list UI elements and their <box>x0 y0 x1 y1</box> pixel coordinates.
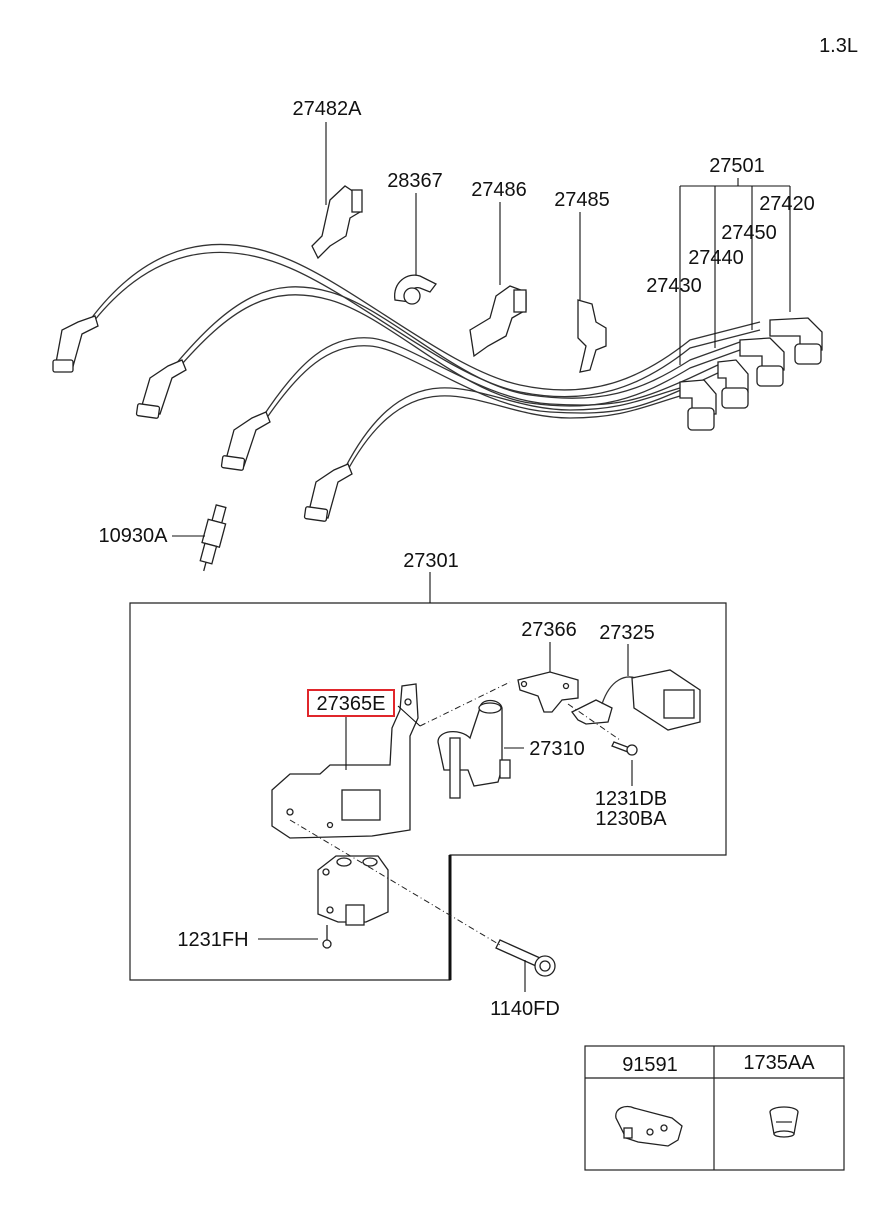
assembly-line-bracket <box>419 681 511 727</box>
table-header-91591[interactable]: 91591 <box>622 1054 678 1076</box>
callout-27430[interactable]: 27430 <box>646 275 702 297</box>
selected-part-highlight <box>307 689 395 717</box>
grommet-icon[interactable] <box>769 1106 799 1138</box>
callout-27450[interactable]: 27450 <box>721 222 777 244</box>
assembly-line-bolt <box>289 819 501 946</box>
table-header-1735AA[interactable]: 1735AA <box>743 1052 815 1074</box>
callout-27365E[interactable]: 27365E <box>317 693 386 715</box>
callout-27366[interactable]: 27366 <box>521 619 577 641</box>
assembly-line-connector <box>567 703 621 741</box>
spark-plug-wire-set[interactable] <box>52 243 823 522</box>
callout-28367[interactable]: 28367 <box>387 170 443 192</box>
callout-27486[interactable]: 27486 <box>471 179 527 201</box>
wire-clip-icon[interactable] <box>615 1105 683 1147</box>
callout-1230BA[interactable]: 1230BA <box>595 808 667 830</box>
callout-27440[interactable]: 27440 <box>688 247 744 269</box>
accessory-parts-table: 91591 1735AA <box>584 1045 845 1171</box>
igniter-module-base[interactable] <box>317 855 389 926</box>
callout-1231DB[interactable]: 1231DB <box>595 788 667 810</box>
ignition-coil-27310[interactable] <box>437 699 511 799</box>
spark-plug-10930A[interactable] <box>195 504 230 573</box>
callout-10930A[interactable]: 10930A <box>99 525 169 547</box>
callout-27485[interactable]: 27485 <box>554 189 610 211</box>
callout-27310[interactable]: 27310 <box>529 738 585 760</box>
wire-holder-27482A[interactable] <box>311 185 363 260</box>
wire-holder-27485[interactable] <box>577 299 607 373</box>
wire-clip-28367[interactable] <box>394 274 437 305</box>
callout-27420[interactable]: 27420 <box>759 193 815 215</box>
callout-1231FH[interactable]: 1231FH <box>177 929 248 951</box>
coil-bracket-27365E[interactable] <box>271 683 419 839</box>
callout-27325[interactable]: 27325 <box>599 622 655 644</box>
callout-27501[interactable]: 27501 <box>709 155 765 177</box>
connector-27325[interactable] <box>571 669 701 731</box>
wire-holder-27486[interactable] <box>469 285 527 358</box>
callout-leaders <box>172 122 791 992</box>
screw-1231FH[interactable] <box>322 925 332 949</box>
callout-27301[interactable]: 27301 <box>403 550 459 572</box>
callout-1140FD[interactable]: 1140FD <box>490 998 560 1020</box>
engine-size-label: 1.3L <box>819 35 858 57</box>
callout-27482A[interactable]: 27482A <box>293 98 363 120</box>
bracket-27366[interactable] <box>517 671 579 713</box>
bolt-1140FD[interactable] <box>495 939 556 977</box>
screw-1231DB[interactable] <box>611 741 638 756</box>
